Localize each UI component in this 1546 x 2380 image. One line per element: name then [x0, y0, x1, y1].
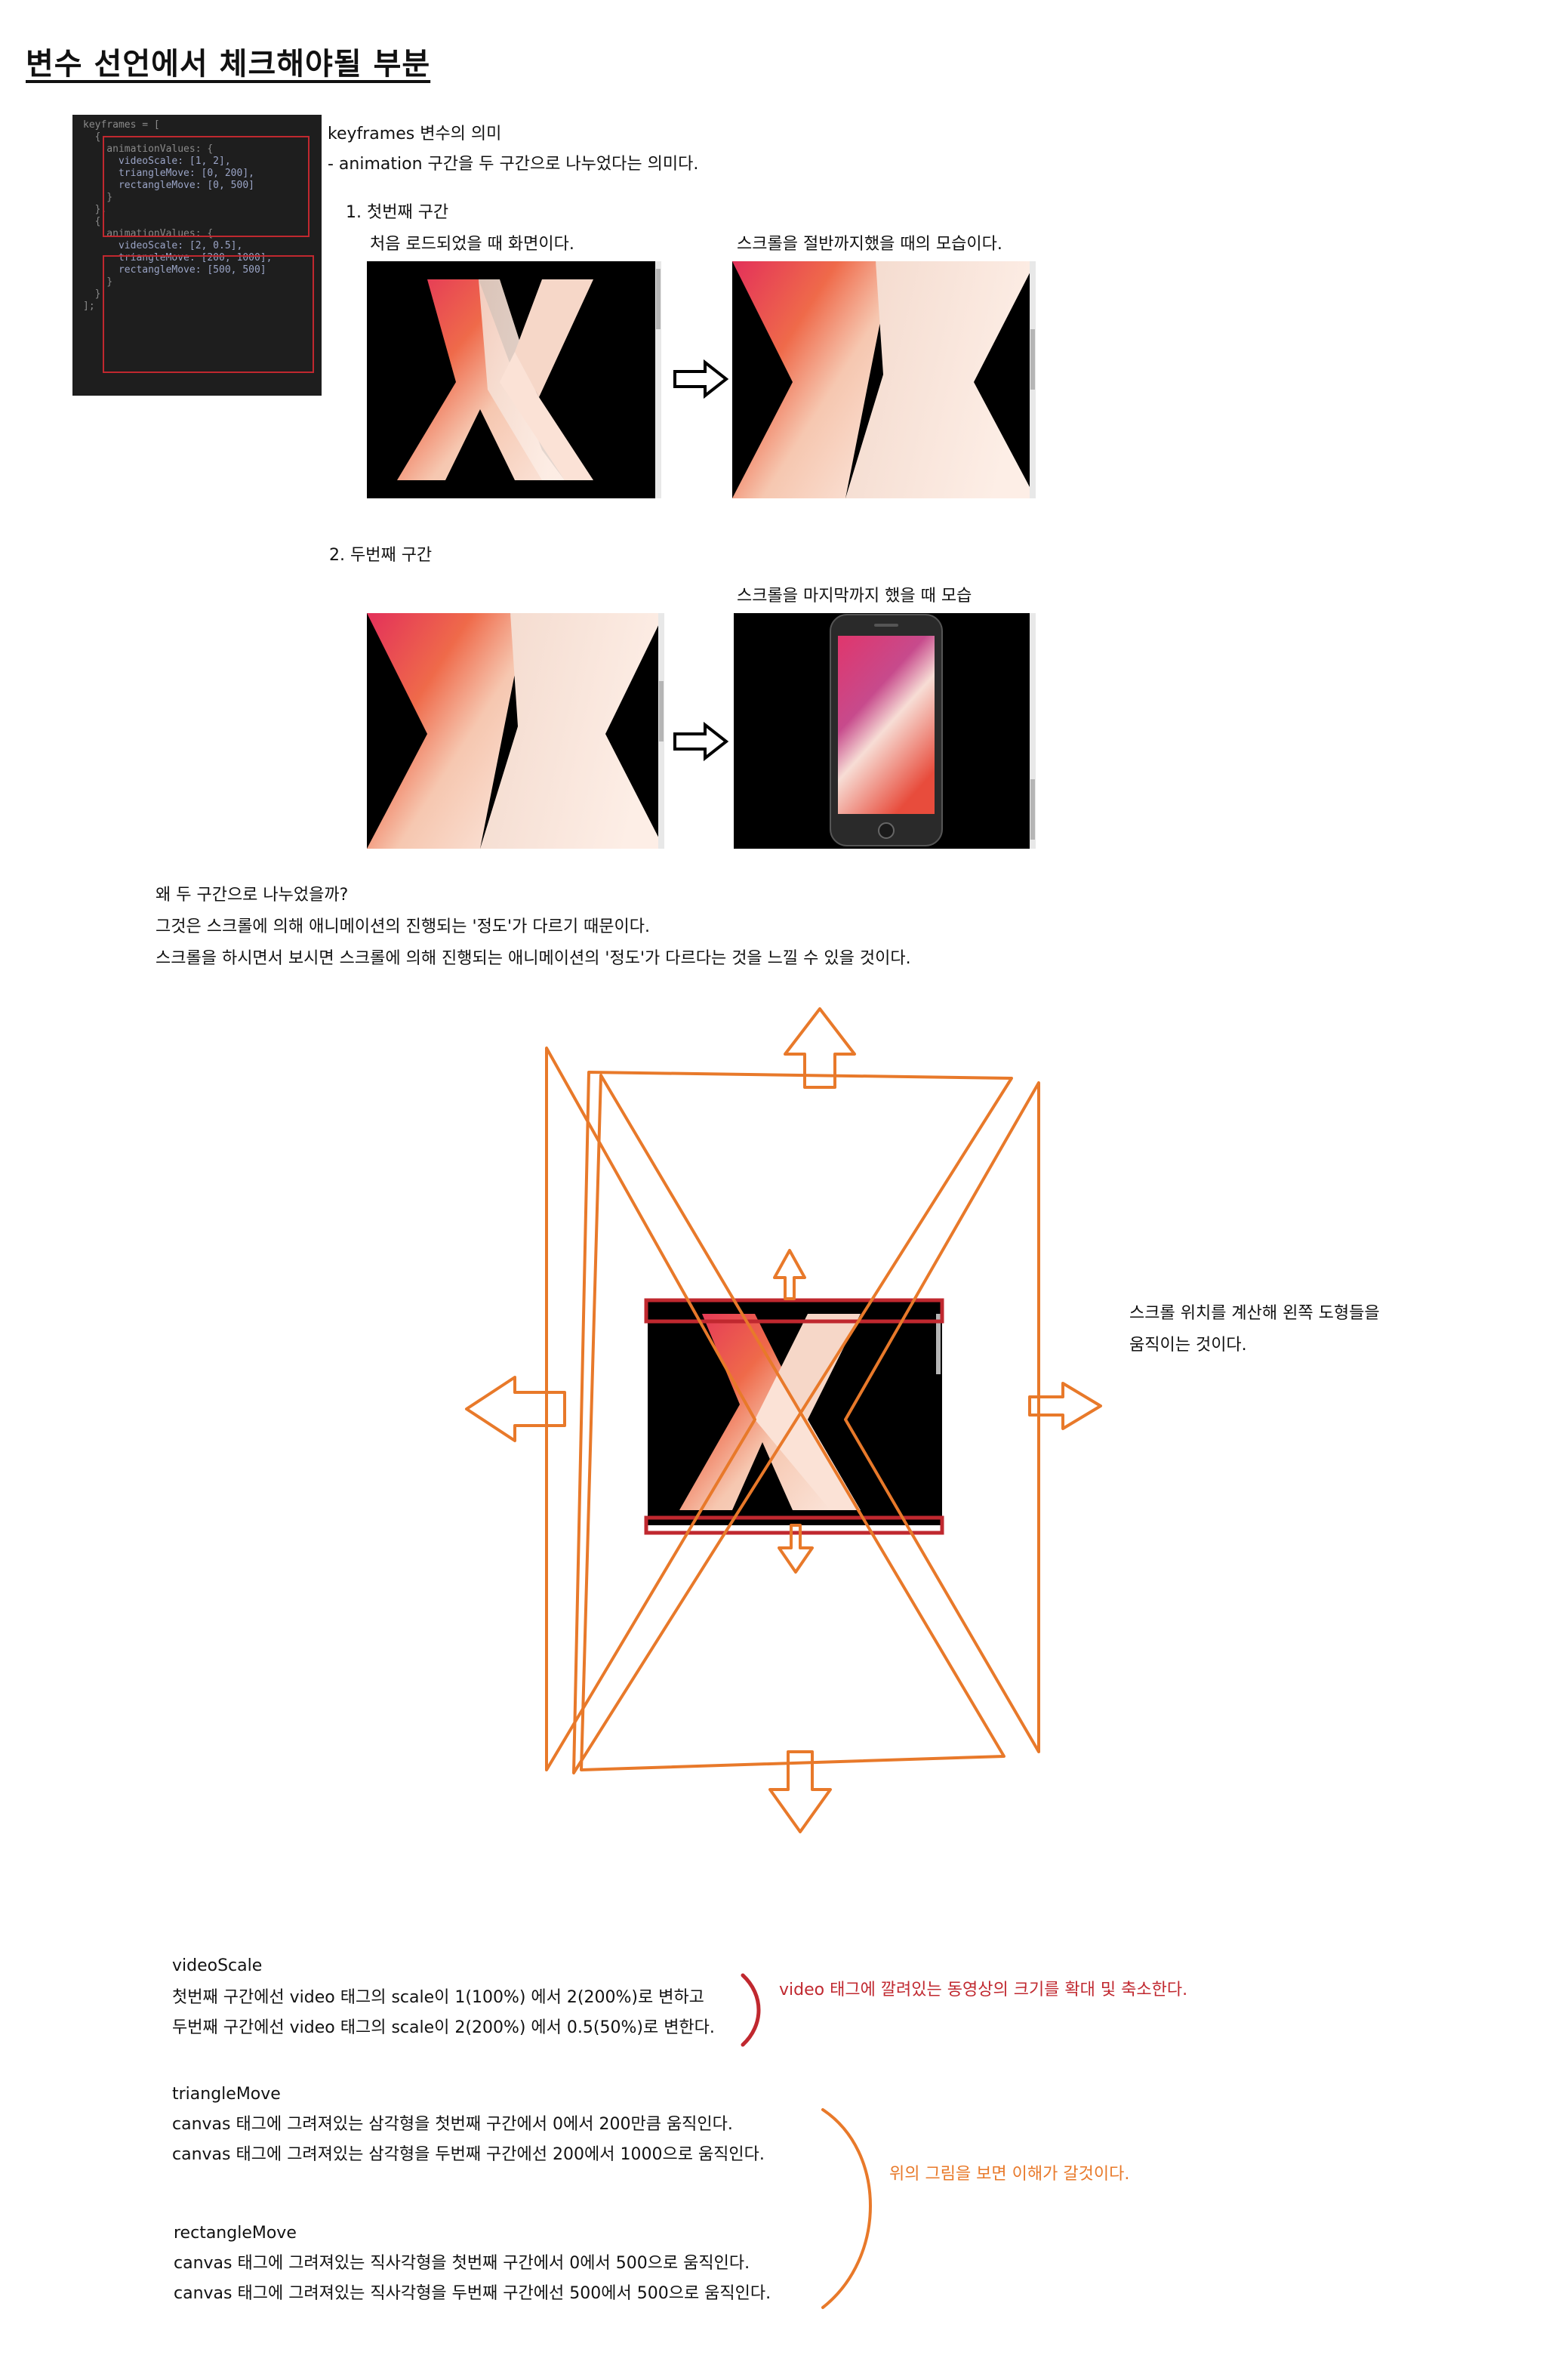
- triangleMove-line1: canvas 태그에 그려져있는 삼각형을 첫번째 구간에서 0에서 200만큼…: [172, 2115, 733, 2134]
- why-question: 왜 두 구간으로 나누었을까?: [156, 886, 349, 905]
- section2-label: 2. 두번째 구간: [329, 546, 433, 565]
- red-brace: [737, 1972, 767, 2051]
- animation-diagram: [453, 997, 1117, 1842]
- screenshot-half-scroll: [732, 261, 1036, 498]
- videoScale-name: videoScale: [172, 1956, 263, 1975]
- right-arrow-icon: [672, 359, 729, 399]
- code-line: {: [83, 216, 101, 227]
- keyframe-1-highlight: [103, 136, 310, 237]
- scrollbar[interactable]: [1030, 261, 1036, 498]
- orange-brace: [818, 2107, 886, 2314]
- rectangleMove-line2: canvas 태그에 그려져있는 직사각형을 두번째 구간에선 500에서 50…: [174, 2284, 771, 2303]
- scrollbar[interactable]: [658, 613, 664, 849]
- code-line: }: [83, 192, 113, 203]
- screenshot-full-scroll: [734, 613, 1036, 849]
- code-line: rectangleMove: [0, 500]: [83, 180, 254, 191]
- diagram-note-line1: 스크롤 위치를 계산해 왼쪽 도형들을: [1129, 1304, 1380, 1323]
- why-answer: 그것은 스크롤에 의해 애니메이션의 진행되는 '정도'가 다르기 때문이다.: [156, 917, 651, 936]
- code-line: }: [83, 288, 101, 300]
- keyframe-2-highlight: [103, 255, 314, 373]
- triangleMove-line2: canvas 태그에 그려져있는 삼각형을 두번째 구간에선 200에서 100…: [172, 2145, 765, 2164]
- code-line: {: [83, 131, 101, 143]
- code-snippet: keyframes = [ { animationValues: { video…: [72, 115, 322, 396]
- triangleMove-name: triangleMove: [172, 2085, 281, 2104]
- why-hint: 스크롤을 하시면서 보시면 스크롤에 의해 진행되는 애니메이션의 '정도'가 …: [156, 949, 911, 968]
- section1-caption-left: 처음 로드되었을 때 화면이다.: [370, 235, 574, 254]
- code-line: }: [83, 276, 113, 288]
- code-line: triangleMove: [200, 1000],: [83, 252, 273, 264]
- section1-label: 1. 첫번째 구간: [346, 203, 449, 222]
- screenshot-initial-load: [367, 261, 661, 498]
- section1-caption-right: 스크롤을 절반까지했을 때의 모습이다.: [737, 235, 1002, 254]
- move-note: 위의 그림을 보면 이해가 갈것이다.: [889, 2165, 1130, 2184]
- rectangleMove-name: rectangleMove: [174, 2224, 297, 2243]
- videoScale-line2: 두번째 구간에선 video 태그의 scale이 2(200%) 에서 0.5…: [172, 2018, 715, 2037]
- code-line: animationValues: {: [83, 143, 214, 155]
- rectangleMove-line1: canvas 태그에 그려져있는 직사각형을 첫번째 구간에서 0에서 500으…: [174, 2254, 750, 2273]
- code-line: videoScale: [2, 0.5],: [83, 240, 243, 251]
- keyframes-description: - animation 구간을 두 구간으로 나누었다는 의미다.: [328, 155, 699, 174]
- scrollbar[interactable]: [655, 261, 661, 498]
- code-line: triangleMove: [0, 200],: [83, 168, 254, 179]
- diagram-note-line2: 움직이는 것이다.: [1129, 1336, 1247, 1355]
- videoScale-line1: 첫번째 구간에선 video 태그의 scale이 1(100%) 에서 2(2…: [172, 1988, 704, 2007]
- screenshot-second-start: [367, 613, 664, 849]
- keyframes-heading: keyframes 변수의 의미: [328, 125, 502, 143]
- videoScale-note: video 태그에 깔려있는 동영상의 크기를 확대 및 축소한다.: [779, 1981, 1188, 1999]
- code-line: rectangleMove: [500, 500]: [83, 264, 266, 276]
- section2-caption-right: 스크롤을 마지막까지 했을 때 모습: [737, 587, 972, 606]
- code-line: ];: [83, 301, 95, 312]
- right-arrow-icon: [672, 722, 729, 761]
- page-title: 변수 선언에서 체크해야될 부분: [26, 47, 431, 82]
- code-line: videoScale: [1, 2],: [83, 156, 231, 167]
- code-line: keyframes = [: [83, 119, 160, 131]
- scrollbar[interactable]: [1030, 613, 1036, 849]
